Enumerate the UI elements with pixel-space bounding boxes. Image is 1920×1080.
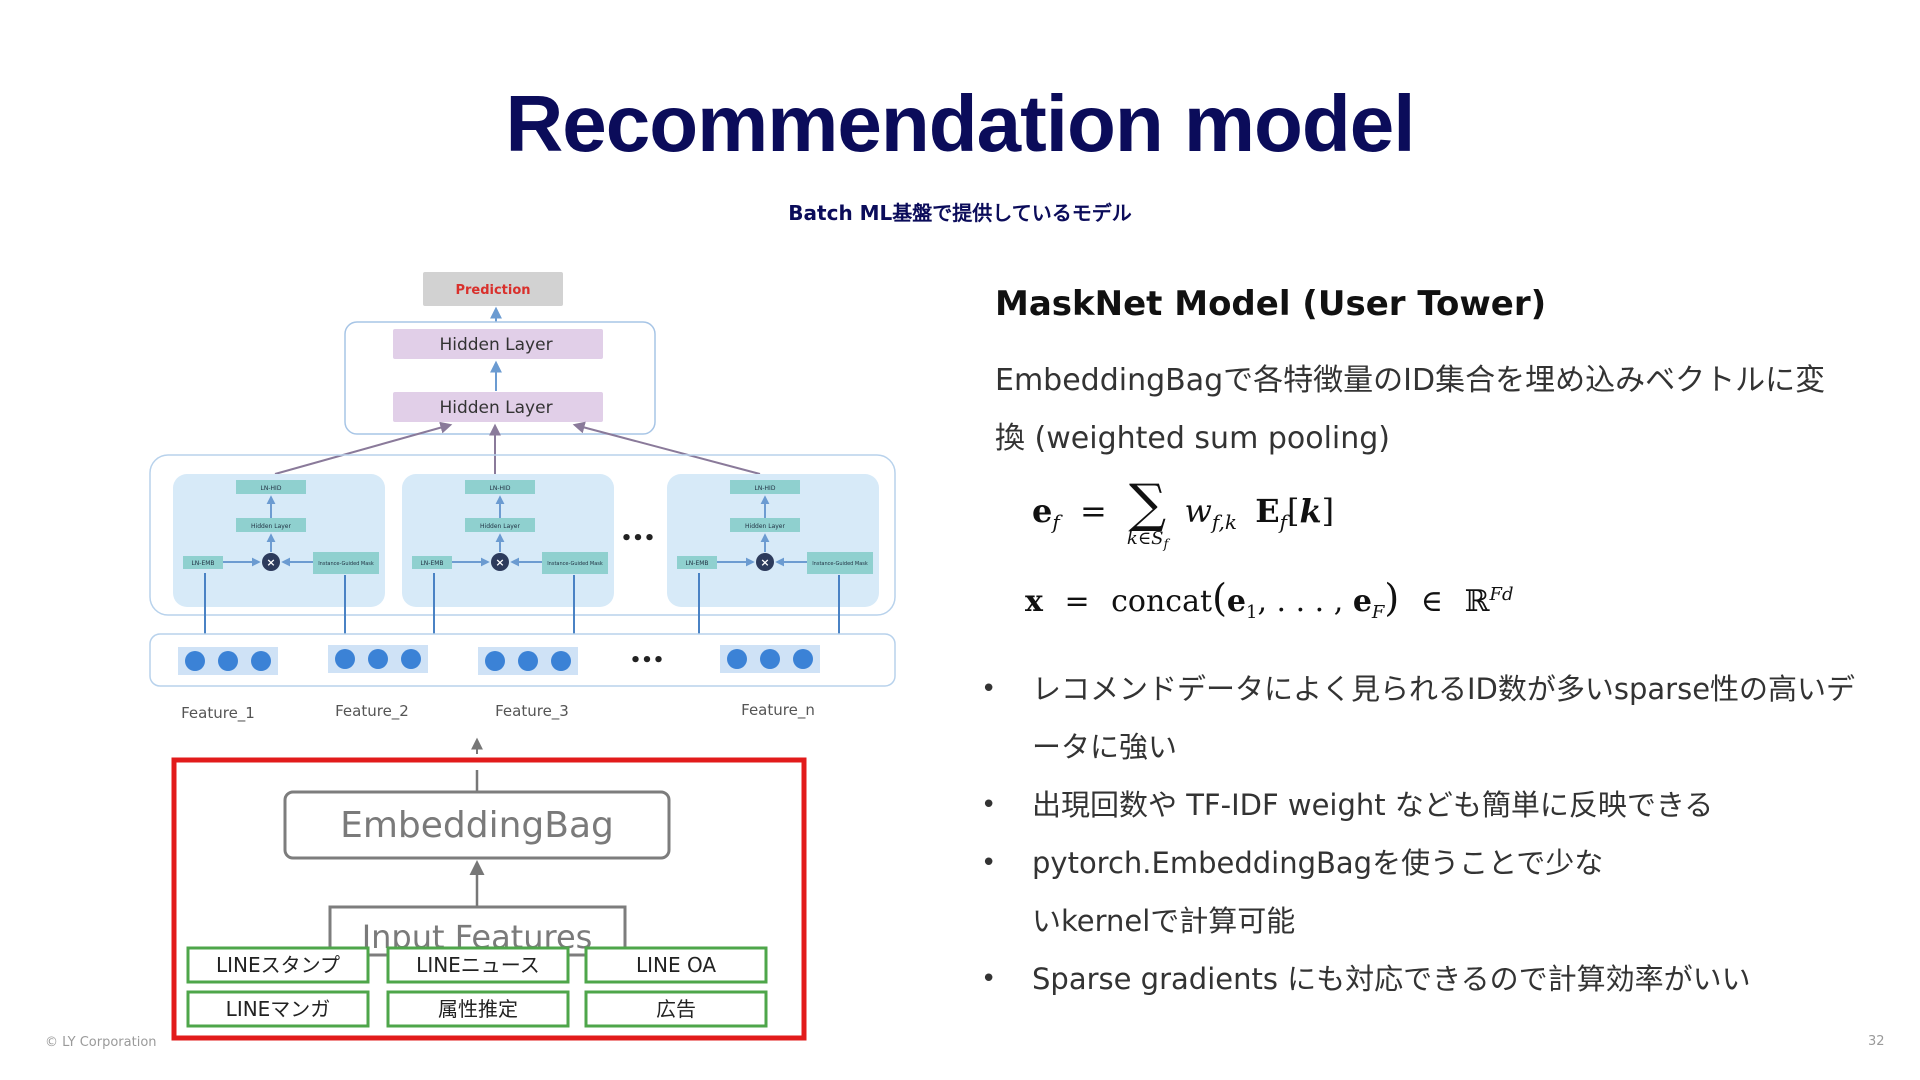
embedding-group <box>478 647 578 675</box>
source-box: 属性推定 <box>386 990 570 1028</box>
masknet-diagram: Prediction Hidden Layer Hidden Layer LN-… <box>149 272 896 1041</box>
svg-text:Hidden Layer: Hidden Layer <box>439 398 552 418</box>
svg-text:Hidden Layer: Hidden Layer <box>480 523 520 530</box>
svg-text:Hidden Layer: Hidden Layer <box>439 335 552 355</box>
svg-text:×: × <box>266 556 275 569</box>
svg-text:LINEマンガ: LINEマンガ <box>226 997 331 1021</box>
mask-block: LN-HID Hidden Layer × LN-EMB Instance-Gu… <box>402 474 614 634</box>
svg-text:Hidden Layer: Hidden Layer <box>251 523 291 530</box>
source-box: LINEマンガ <box>186 990 370 1028</box>
feature-label: Feature_3 <box>495 702 569 721</box>
svg-text:Instance-Guided Mask: Instance-Guided Mask <box>812 561 868 567</box>
bullet-item: Sparse gradients にも対応できるので計算効率がいい <box>975 950 1875 1008</box>
bullet-item: 出現回数や TF-IDF weight なども簡単に反映できる <box>975 776 1875 834</box>
embedding-group <box>720 645 820 673</box>
svg-text:LN-HID: LN-HID <box>490 485 511 492</box>
section-paragraph: EmbeddingBagで各特徴量のID集合を埋め込みベクトルに変換 (weig… <box>995 363 1826 456</box>
svg-text:×: × <box>760 556 769 569</box>
svg-text:LN-EMB: LN-EMB <box>191 560 214 567</box>
feature-label: Feature_n <box>741 701 815 720</box>
page-number: 32 <box>1868 1034 1885 1049</box>
svg-text:LINE OA: LINE OA <box>636 953 716 977</box>
feature-label: Feature_2 <box>335 702 409 721</box>
bullet-item: pytorch.EmbeddingBagを使うことで少ないkernelで計算可能 <box>975 834 1612 950</box>
svg-text:EmbeddingBag: EmbeddingBag <box>340 805 614 846</box>
svg-text:LN-EMB: LN-EMB <box>420 560 443 567</box>
svg-text:LINEスタンプ: LINEスタンプ <box>216 953 340 977</box>
embedding-group <box>328 645 428 673</box>
mask-block: LN-HID Hidden Layer × LN-EMB Instance-Gu… <box>173 474 385 634</box>
svg-text:属性推定: 属性推定 <box>438 997 518 1021</box>
equation-concat: x = concat(e1, . . . , eF) ∈ ℝFd <box>1025 576 1514 623</box>
svg-text:Hidden Layer: Hidden Layer <box>745 523 785 530</box>
slide-title: Recommendation model <box>505 79 1415 168</box>
source-box: LINE OA <box>584 946 768 984</box>
svg-text:広告: 広告 <box>656 997 696 1021</box>
svg-text:Instance-Guided Mask: Instance-Guided Mask <box>318 561 374 567</box>
hidden-layer-top: Hidden Layer <box>393 329 603 359</box>
bullet-item: レコメンドデータによく見られるID数が多いsparse性の高いデータに強い <box>975 660 1875 776</box>
copyright: © LY Corporation <box>45 1035 157 1050</box>
svg-text:LINEニュース: LINEニュース <box>416 953 540 977</box>
source-box: LINEスタンプ <box>186 946 370 984</box>
slide-subtitle: Batch ML基盤で提供しているモデル <box>788 201 1132 225</box>
mask-block: LN-HID Hidden Layer × LN-EMB Instance-Gu… <box>667 474 879 634</box>
feature-label: Feature_1 <box>181 704 255 723</box>
equation-embedding: ef = ∑ k∈Sf wf,k Ef[k] <box>1032 474 1335 553</box>
prediction-label: Prediction <box>455 283 530 298</box>
embedding-ellipsis: ••• <box>630 650 665 671</box>
embedding-bag-box: EmbeddingBag <box>283 790 671 860</box>
svg-text:LN-HID: LN-HID <box>261 485 282 492</box>
embedding-group <box>178 647 278 675</box>
prediction-box: Prediction <box>423 272 563 306</box>
embedding-highlight-box <box>171 757 807 1041</box>
svg-text:Instance-Guided Mask: Instance-Guided Mask <box>547 561 603 567</box>
source-box: LINEニュース <box>386 946 570 984</box>
section-heading: MaskNet Model (User Tower) <box>995 284 1547 324</box>
svg-text:LN-EMB: LN-EMB <box>685 560 708 567</box>
bullet-list: レコメンドデータによく見られるID数が多いsparse性の高いデータに強い 出現… <box>975 660 1875 1008</box>
source-box: 広告 <box>584 990 768 1028</box>
block-ellipsis: ••• <box>621 528 656 549</box>
svg-text:×: × <box>495 556 504 569</box>
svg-text:LN-HID: LN-HID <box>755 485 776 492</box>
hidden-layer-bottom: Hidden Layer <box>393 392 603 422</box>
